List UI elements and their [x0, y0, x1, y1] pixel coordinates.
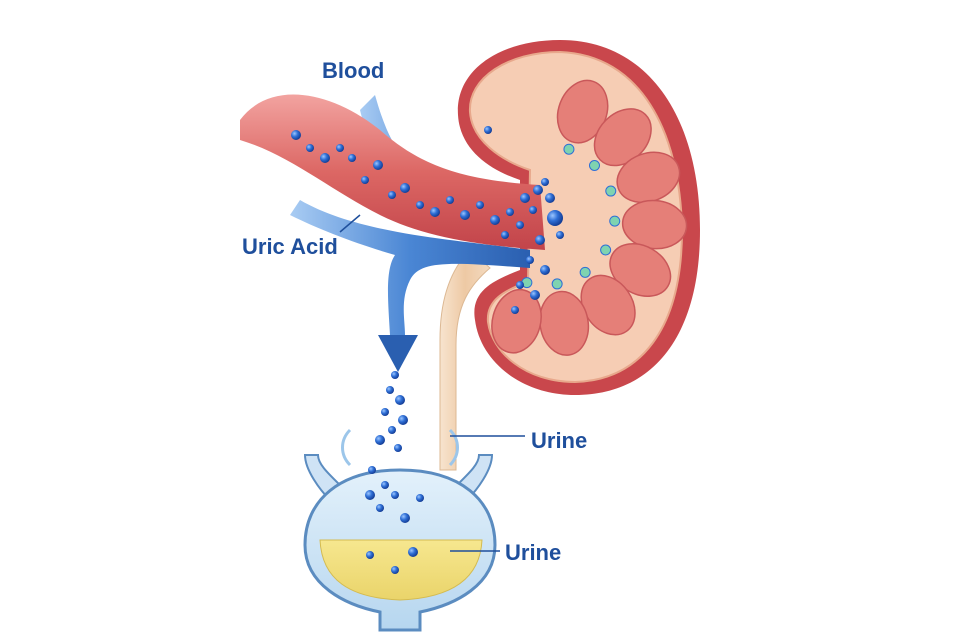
uric-acid-crystal [291, 130, 301, 140]
uric-acid-crystal [391, 371, 399, 379]
uric-acid-crystal [366, 551, 374, 559]
renal-papilla [600, 244, 612, 256]
uric-acid-crystal [391, 566, 399, 574]
renal-papilla [588, 160, 600, 172]
uric-acid-crystal [376, 504, 384, 512]
renal-papilla [551, 278, 563, 290]
renal-artery [240, 94, 545, 251]
ureter [439, 249, 491, 471]
uric-acid-crystal [400, 183, 410, 193]
uric-acid-crystal [529, 206, 537, 214]
uric-acid-crystal [460, 210, 470, 220]
uric-acid-crystal [430, 207, 440, 217]
uric-acid-crystal [535, 235, 545, 245]
bladder [303, 428, 497, 632]
uric-acid-crystal [368, 466, 376, 474]
flow-arrow-down [378, 335, 418, 372]
uric-acid-crystal [348, 154, 356, 162]
uric-acid-crystal [530, 290, 540, 300]
uric-acid-crystal [395, 395, 405, 405]
uric-acid-crystal [320, 153, 330, 163]
uric-acid-crystal [540, 265, 550, 275]
uric-acid-crystal [400, 513, 410, 523]
uric-acid-crystal [526, 256, 534, 264]
uric-acid-crystal [547, 210, 563, 226]
uric-acid-crystal [416, 494, 424, 502]
uric-acid-crystal [490, 215, 500, 225]
uric-acid-crystal [506, 208, 514, 216]
uric-acid-crystal [516, 281, 524, 289]
renal-papilla [579, 266, 591, 278]
renal-papilla [563, 143, 575, 155]
renal-papilla [609, 215, 621, 227]
label-urine-bladder: Urine [505, 540, 562, 565]
uric-acid-crystal [386, 386, 394, 394]
uric-acid-crystal [533, 185, 543, 195]
uric-acid-crystal [516, 221, 524, 229]
label-urine-ureter: Urine [531, 428, 588, 453]
uric-acid-crystal [398, 415, 408, 425]
uric-acid-crystal [365, 490, 375, 500]
uric-acid-crystal [381, 408, 389, 416]
uric-acid-crystal [391, 491, 399, 499]
uric-acid-crystal [388, 426, 396, 434]
renal-pyramids [491, 79, 688, 356]
renal-pyramid [491, 288, 542, 354]
uric-acid-crystal [336, 144, 344, 152]
uric-acid-crystal [501, 231, 509, 239]
renal-papilla [605, 185, 617, 197]
label-uric-acid: Uric Acid [242, 234, 338, 259]
kidney [457, 40, 700, 395]
uric-acid-crystal [394, 444, 402, 452]
uric-acid-crystal [361, 176, 369, 184]
uric-acid-crystal [556, 231, 564, 239]
uric-acid-crystal [375, 435, 385, 445]
uric-acid-crystal [416, 201, 424, 209]
uric-acid-flow-vessel [290, 200, 530, 335]
uric-acid-crystal [511, 306, 519, 314]
label-blood: Blood [322, 58, 385, 83]
uric-acid-crystal [520, 193, 530, 203]
uric-acid-crystal [306, 144, 314, 152]
uric-acid-crystal [408, 547, 418, 557]
uric-acid-crystal [373, 160, 383, 170]
uric-acid-crystal [545, 193, 555, 203]
uric-acid-crystal [541, 178, 549, 186]
uric-acid-crystal [484, 126, 492, 134]
uric-acid-crystals [291, 126, 564, 574]
uric-acid-leader-line [339, 214, 361, 233]
uric-acid-crystal [381, 481, 389, 489]
uric-acid-crystal [446, 196, 454, 204]
uric-acid-crystal [388, 191, 396, 199]
uric-acid-crystal [476, 201, 484, 209]
